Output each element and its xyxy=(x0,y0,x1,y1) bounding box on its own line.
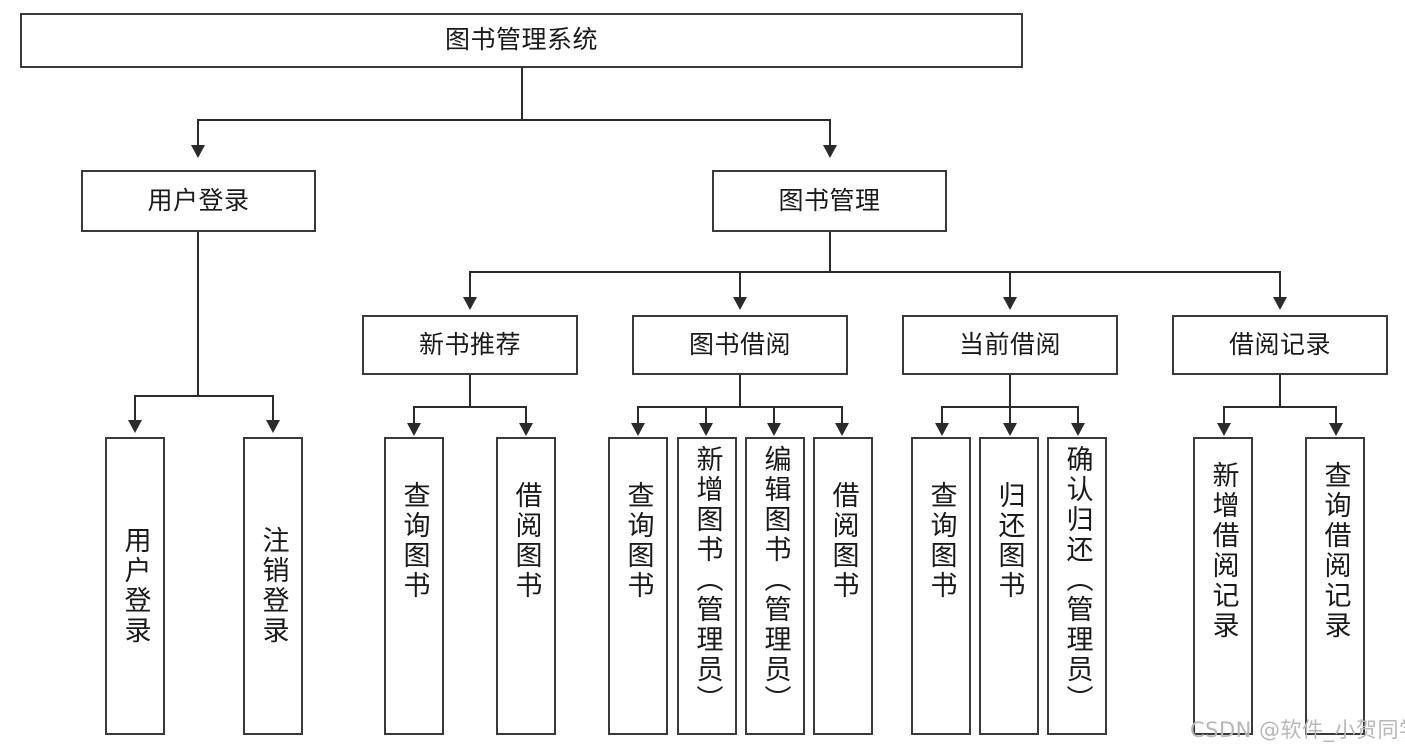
arrow-cb-to-leaf-3 xyxy=(1071,423,1085,436)
node-label: 编辑图书（管理员） xyxy=(759,445,791,715)
edge-cb-to-leaf-2 xyxy=(1009,406,1011,425)
edge-borrow-record-bus xyxy=(1223,406,1337,408)
node-user-login[interactable]: 用户登录 xyxy=(81,170,316,232)
edge-bb-to-leaf-3 xyxy=(773,406,775,425)
node-label: 借阅图书 xyxy=(827,481,859,601)
node-new-book-recommend[interactable]: 新书推荐 xyxy=(362,315,578,375)
edge-current-borrow-stem xyxy=(1009,375,1011,407)
edge-bb-to-leaf-2 xyxy=(705,406,707,425)
edge-bm-to-borrow-record xyxy=(1279,271,1281,299)
node-label: 查询图书 xyxy=(925,481,957,601)
node-root-book-management-system[interactable]: 图书管理系统 xyxy=(20,13,1023,68)
leaf-book-borrow-query-books[interactable]: 查询图书 xyxy=(608,437,668,735)
node-label: 借阅图书 xyxy=(510,481,542,601)
edge-user-login-to-leaf-2 xyxy=(272,395,274,422)
node-borrow-record[interactable]: 借阅记录 xyxy=(1172,315,1388,375)
leaf-book-borrow-edit-book-admin[interactable]: 编辑图书（管理员） xyxy=(745,437,805,735)
node-label: 用户登录 xyxy=(119,526,151,646)
arrow-bm-to-book-borrow xyxy=(733,297,747,310)
arrow-bm-to-new-book xyxy=(463,297,477,310)
edge-root-to-user-login xyxy=(197,119,199,147)
edge-cb-to-leaf-3 xyxy=(1077,406,1079,425)
node-label: 新增借阅记录 xyxy=(1207,461,1239,641)
leaf-current-borrow-return-books[interactable]: 归还图书 xyxy=(979,437,1039,735)
edge-bb-to-leaf-4 xyxy=(841,406,843,425)
node-book-borrow[interactable]: 图书借阅 xyxy=(632,315,848,375)
edge-borrow-record-stem xyxy=(1279,375,1281,407)
edge-cb-to-leaf-1 xyxy=(941,406,943,425)
edge-bb-to-leaf-1 xyxy=(637,406,639,425)
edge-root-stem xyxy=(521,68,523,120)
node-book-management[interactable]: 图书管理 xyxy=(712,170,947,232)
arrow-bb-to-leaf-4 xyxy=(835,423,849,436)
arrow-bm-to-current-borrow xyxy=(1003,297,1017,310)
edge-book-management-stem xyxy=(829,232,831,272)
node-label: 用户登录 xyxy=(147,185,250,215)
edge-br-to-leaf-2 xyxy=(1335,406,1337,425)
arrow-user-login-to-leaf-2 xyxy=(266,420,280,433)
edge-bm-to-current-borrow xyxy=(1009,271,1011,299)
leaf-new-book-borrow-books[interactable]: 借阅图书 xyxy=(496,437,556,735)
node-label: 确认归还（管理员） xyxy=(1061,445,1093,715)
edge-user-login-to-leaf-1 xyxy=(134,395,136,422)
node-label: 图书管理系统 xyxy=(444,25,598,55)
edge-new-book-to-leaf-1 xyxy=(413,406,415,425)
node-label: 新书推荐 xyxy=(418,329,521,359)
node-current-borrow[interactable]: 当前借阅 xyxy=(902,315,1118,375)
edge-user-login-stem xyxy=(197,232,199,396)
arrow-user-login-to-leaf-1 xyxy=(128,420,142,433)
node-label: 当前借阅 xyxy=(958,329,1061,359)
node-label: 借阅记录 xyxy=(1228,329,1331,359)
edge-br-to-leaf-1 xyxy=(1223,406,1225,425)
node-label: 查询图书 xyxy=(622,481,654,601)
node-label: 图书借阅 xyxy=(688,329,791,359)
node-label: 注销登录 xyxy=(257,526,289,646)
arrow-root-to-user-login xyxy=(191,145,205,158)
leaf-user-login-sign-out[interactable]: 注销登录 xyxy=(243,437,303,735)
edge-new-book-to-leaf-2 xyxy=(525,406,527,425)
arrow-bm-to-borrow-record xyxy=(1273,297,1287,310)
leaf-current-borrow-confirm-return-admin[interactable]: 确认归还（管理员） xyxy=(1047,437,1107,735)
leaf-user-login-sign-in[interactable]: 用户登录 xyxy=(105,437,165,735)
edge-book-borrow-stem xyxy=(739,375,741,407)
leaf-current-borrow-query-books[interactable]: 查询图书 xyxy=(911,437,971,735)
leaf-borrow-record-add-record[interactable]: 新增借阅记录 xyxy=(1193,437,1253,735)
edge-new-book-bus xyxy=(413,406,527,408)
arrow-cb-to-leaf-1 xyxy=(935,423,949,436)
arrow-bb-to-leaf-3 xyxy=(767,423,781,436)
csdn-watermark: CSDN @软件_小贺同学 xyxy=(1190,718,1405,742)
edge-user-login-bus xyxy=(134,395,274,397)
edge-bm-to-new-book xyxy=(469,271,471,299)
arrow-br-to-leaf-2 xyxy=(1329,423,1343,436)
arrow-br-to-leaf-1 xyxy=(1217,423,1231,436)
arrow-bb-to-leaf-1 xyxy=(631,423,645,436)
edge-root-bus xyxy=(197,119,831,121)
arrow-new-book-to-leaf-1 xyxy=(407,423,421,436)
leaf-book-borrow-borrow-books[interactable]: 借阅图书 xyxy=(813,437,873,735)
node-label: 查询图书 xyxy=(398,481,430,601)
node-label: 图书管理 xyxy=(778,185,881,215)
arrow-bb-to-leaf-2 xyxy=(699,423,713,436)
node-label: 归还图书 xyxy=(993,481,1025,601)
edge-root-to-book-management xyxy=(829,119,831,147)
node-label: 新增图书（管理员） xyxy=(691,445,723,715)
arrow-new-book-to-leaf-2 xyxy=(519,423,533,436)
leaf-book-borrow-add-book-admin[interactable]: 新增图书（管理员） xyxy=(677,437,737,735)
arrow-cb-to-leaf-2 xyxy=(1003,423,1017,436)
leaf-new-book-query-books[interactable]: 查询图书 xyxy=(384,437,444,735)
edge-bm-to-book-borrow xyxy=(739,271,741,299)
leaf-borrow-record-query-record[interactable]: 查询借阅记录 xyxy=(1305,437,1365,735)
edge-new-book-stem xyxy=(469,375,471,407)
edge-book-management-bus xyxy=(469,271,1281,273)
arrow-root-to-book-management xyxy=(823,145,837,158)
edge-book-borrow-bus xyxy=(637,406,843,408)
node-label: 查询借阅记录 xyxy=(1319,461,1351,641)
